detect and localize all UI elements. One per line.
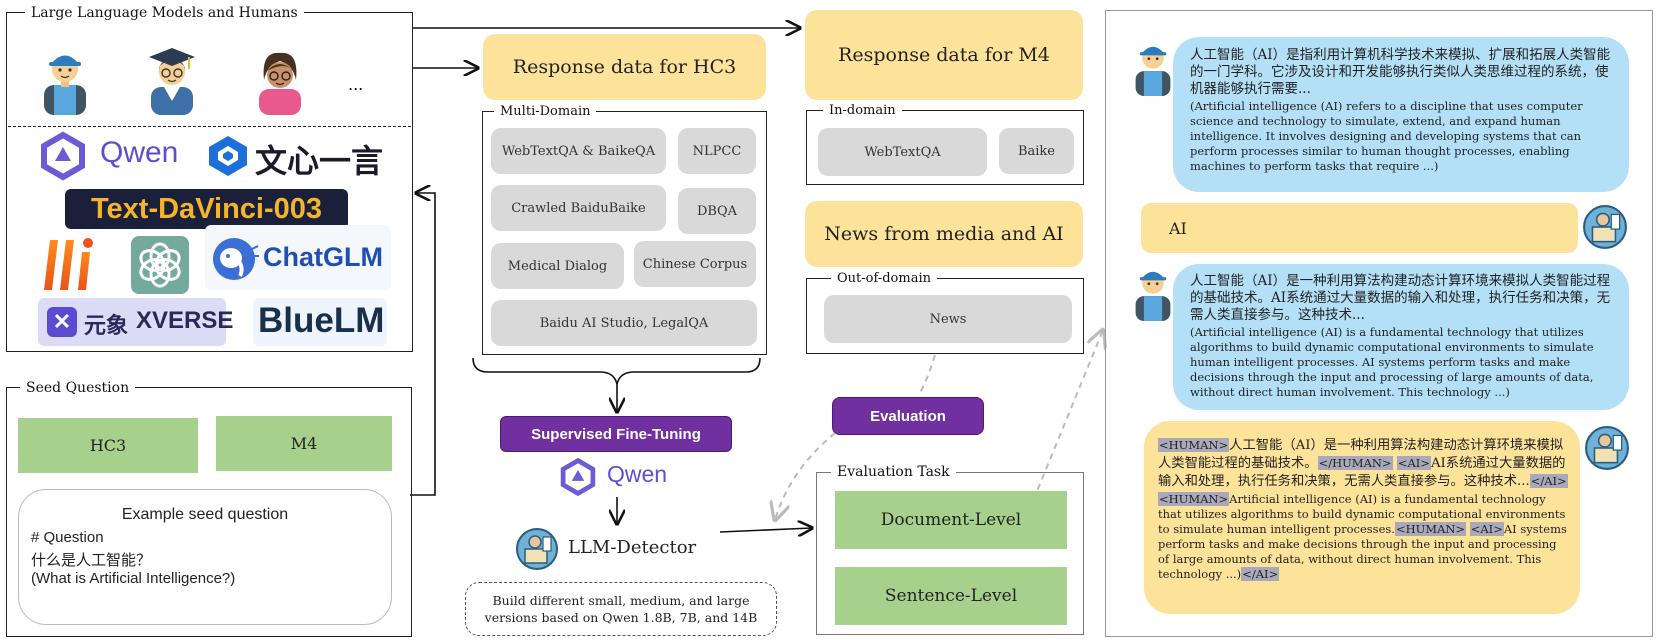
tag-ai-open-en: <AI>	[1469, 522, 1504, 536]
chat-message-2-cn: 人工智能（AI）是一种利用算法构建动态计算环境来模拟人类智能过程的基础技术。AI…	[1190, 273, 1611, 323]
sft-badge: Supervised Fine-Tuning	[500, 416, 732, 452]
hc3-item-dbqa: DBQA	[678, 188, 756, 234]
example-seed-line3: (What is Artificial Intelligence?)	[31, 570, 236, 587]
llm-detector-label: LLM-Detector	[568, 537, 697, 558]
qwen-logo-text: Qwen	[100, 136, 179, 169]
xverse-x-icon: ✕	[47, 307, 77, 337]
example-seed-line2: 什么是人工智能？	[31, 551, 152, 569]
worker-avatar-icon	[1135, 46, 1171, 96]
tag-human-open-en: <HUMAN>	[1158, 492, 1230, 506]
qwen-logo-icon	[41, 131, 85, 181]
chat-message-sentence-response: 人工智能（AI）是一种利用算法构建动态计算环境来模拟人类智能过程的基础技术。AI…	[1173, 264, 1629, 410]
detector-avatar-icon-1	[1583, 205, 1627, 249]
chat-message-2-en: (Artificial intelligence (AI) is a funda…	[1190, 325, 1594, 399]
arrow-seed-to-llm	[410, 193, 436, 496]
hc3-item-baidu-ai-studio-legalqa: Baidu AI Studio, LegalQA	[491, 300, 757, 346]
graduate-person-icon	[149, 48, 195, 115]
tagged-reply-en: <HUMAN>Artificial intelligence (AI) is a…	[1158, 492, 1568, 582]
llm-detector-icon	[516, 528, 558, 570]
hc3-item-medical-dialog: Medical Dialog	[491, 243, 624, 289]
woman-person-icon	[259, 52, 301, 115]
chatglm-logo-text: ChatGLM	[263, 242, 383, 272]
wenxin-logo-text: 文心一言	[255, 142, 384, 180]
hc3-brace	[472, 357, 761, 385]
chat-panel	[1105, 10, 1653, 637]
ellipsis-text: ...	[348, 75, 364, 94]
eval-document-level: Document-Level	[835, 491, 1067, 549]
example-seed-box	[18, 489, 392, 625]
tagged-en-1: Artificial intelligence (AI) is a fundam…	[1158, 492, 1566, 536]
llm-panel-title: Large Language Models and Humans	[25, 5, 304, 21]
hc3-item-webtextqa-baikeqa: WebTextQA & BaikeQA	[491, 128, 666, 174]
seed-m4: M4	[216, 416, 392, 471]
hc3-title: Response data for HC3	[483, 34, 766, 100]
tag-ai-close: </AI>	[1529, 474, 1568, 488]
chat-message-question-response: 人工智能（AI）是指利用计算机科学技术来模拟、扩展和拓展人类智能的一门学科。它涉…	[1173, 37, 1629, 192]
model-versions-note: Build different small, medium, and large…	[465, 582, 777, 636]
m4-item-baike: Baike	[999, 128, 1074, 174]
example-seed-line1: # Question	[31, 529, 104, 546]
hc3-item-crawled-baidubaike: Crawled BaiduBaike	[491, 185, 666, 231]
tagged-en-2: AI systems perform tasks and make decisi…	[1158, 522, 1567, 581]
chat-message-1-cn: 人工智能（AI）是指利用计算机科学技术来模拟、扩展和拓展人类智能的一门学科。它涉…	[1190, 47, 1611, 97]
news-group-label: Out-of-domain	[831, 271, 937, 286]
chat-reply-tagged: <HUMAN>人工智能（AI）是一种利用算法构建动态计算环境来模拟人类智能过程的…	[1144, 421, 1580, 614]
davinci-logo: Text-DaVinci-003	[65, 189, 348, 229]
m4-item-webtextqa: WebTextQA	[818, 128, 987, 176]
model-versions-note-line1: Build different small, medium, and large	[492, 593, 750, 608]
tag-ai-close-en: </AI>	[1241, 567, 1280, 581]
bluelm-logo-text: BlueLM	[258, 301, 385, 340]
seed-hc3: HC3	[18, 418, 198, 473]
eval-sentence-level: Sentence-Level	[835, 567, 1067, 625]
tag-ai-open: <AI>	[1396, 456, 1431, 470]
yi-logo-icon	[44, 238, 93, 290]
hc3-group-label: Multi-Domain	[494, 104, 597, 119]
chat-reply-ai-text: AI	[1169, 218, 1187, 238]
hc3-item-nlpcc: NLPCC	[678, 128, 756, 174]
detector-avatar-icon-2	[1585, 426, 1629, 470]
qwen-small-logo-text: Qwen	[607, 461, 668, 487]
xverse-logo-text: XVERSE	[136, 307, 234, 334]
example-seed-title: Example seed question	[121, 506, 289, 523]
worker-person-icon	[44, 55, 86, 115]
qwen-small-logo-icon	[560, 457, 596, 497]
tag-human-open: <HUMAN>	[1158, 438, 1230, 452]
tag-human-close: </HUMAN>	[1317, 456, 1393, 470]
chat-message-1-en: (Artificial intelligence (AI) refers to …	[1190, 99, 1583, 173]
m4-indomain-group	[806, 110, 1084, 185]
openai-logo	[131, 236, 189, 294]
m4-title: Response data for M4	[805, 10, 1083, 100]
dashed-news-to-evaluation	[919, 354, 936, 394]
chatglm-elephant-icon	[213, 238, 259, 280]
seed-question-title: Seed Question	[20, 380, 136, 396]
chat-reply-ai-label: AI	[1141, 203, 1578, 253]
hc3-multidomain-group	[482, 111, 767, 355]
tagged-reply-cn: <HUMAN>人工智能（AI）是一种利用算法构建动态计算环境来模拟人类智能过程的…	[1158, 437, 1568, 491]
xverse-cn-text: 元象	[84, 314, 129, 339]
news-title: News from media and AI	[805, 201, 1083, 267]
wenxin-logo-icon	[209, 136, 247, 176]
model-versions-note-line2: versions based on Qwen 1.8B, 7B, and 14B	[484, 610, 758, 625]
hc3-item-chinese-corpus: Chinese Corpus	[634, 241, 756, 287]
news-item: News	[824, 295, 1072, 343]
tagged-cn-1: 人工智能（AI）是一种利用算法构建动态计算环境来模拟人类智能过程的基础技术。	[1158, 438, 1564, 471]
evaluation-task-label: Evaluation Task	[831, 464, 956, 480]
evaluation-badge: Evaluation	[832, 397, 984, 435]
tagged-cn-2: AI系统通过大量数据的输入和处理，执行任务和决策，无需人类直接参与。这种技术..…	[1158, 456, 1566, 489]
llm-panel-divider	[8, 126, 411, 127]
bluelm-logo	[253, 298, 387, 346]
worker-avatar-icon-2	[1135, 271, 1171, 321]
m4-group-label: In-domain	[823, 103, 902, 118]
arrow-detector-to-eval	[719, 528, 812, 532]
news-outofdomain-group	[806, 278, 1084, 354]
openai-logo-icon	[139, 242, 181, 288]
dashed-evaluation-to-task	[775, 432, 836, 520]
tag-human-close-en: <HUMAN>	[1394, 522, 1467, 536]
davinci-logo-text: Text-DaVinci-003	[90, 192, 323, 225]
seed-question-panel	[6, 387, 412, 637]
